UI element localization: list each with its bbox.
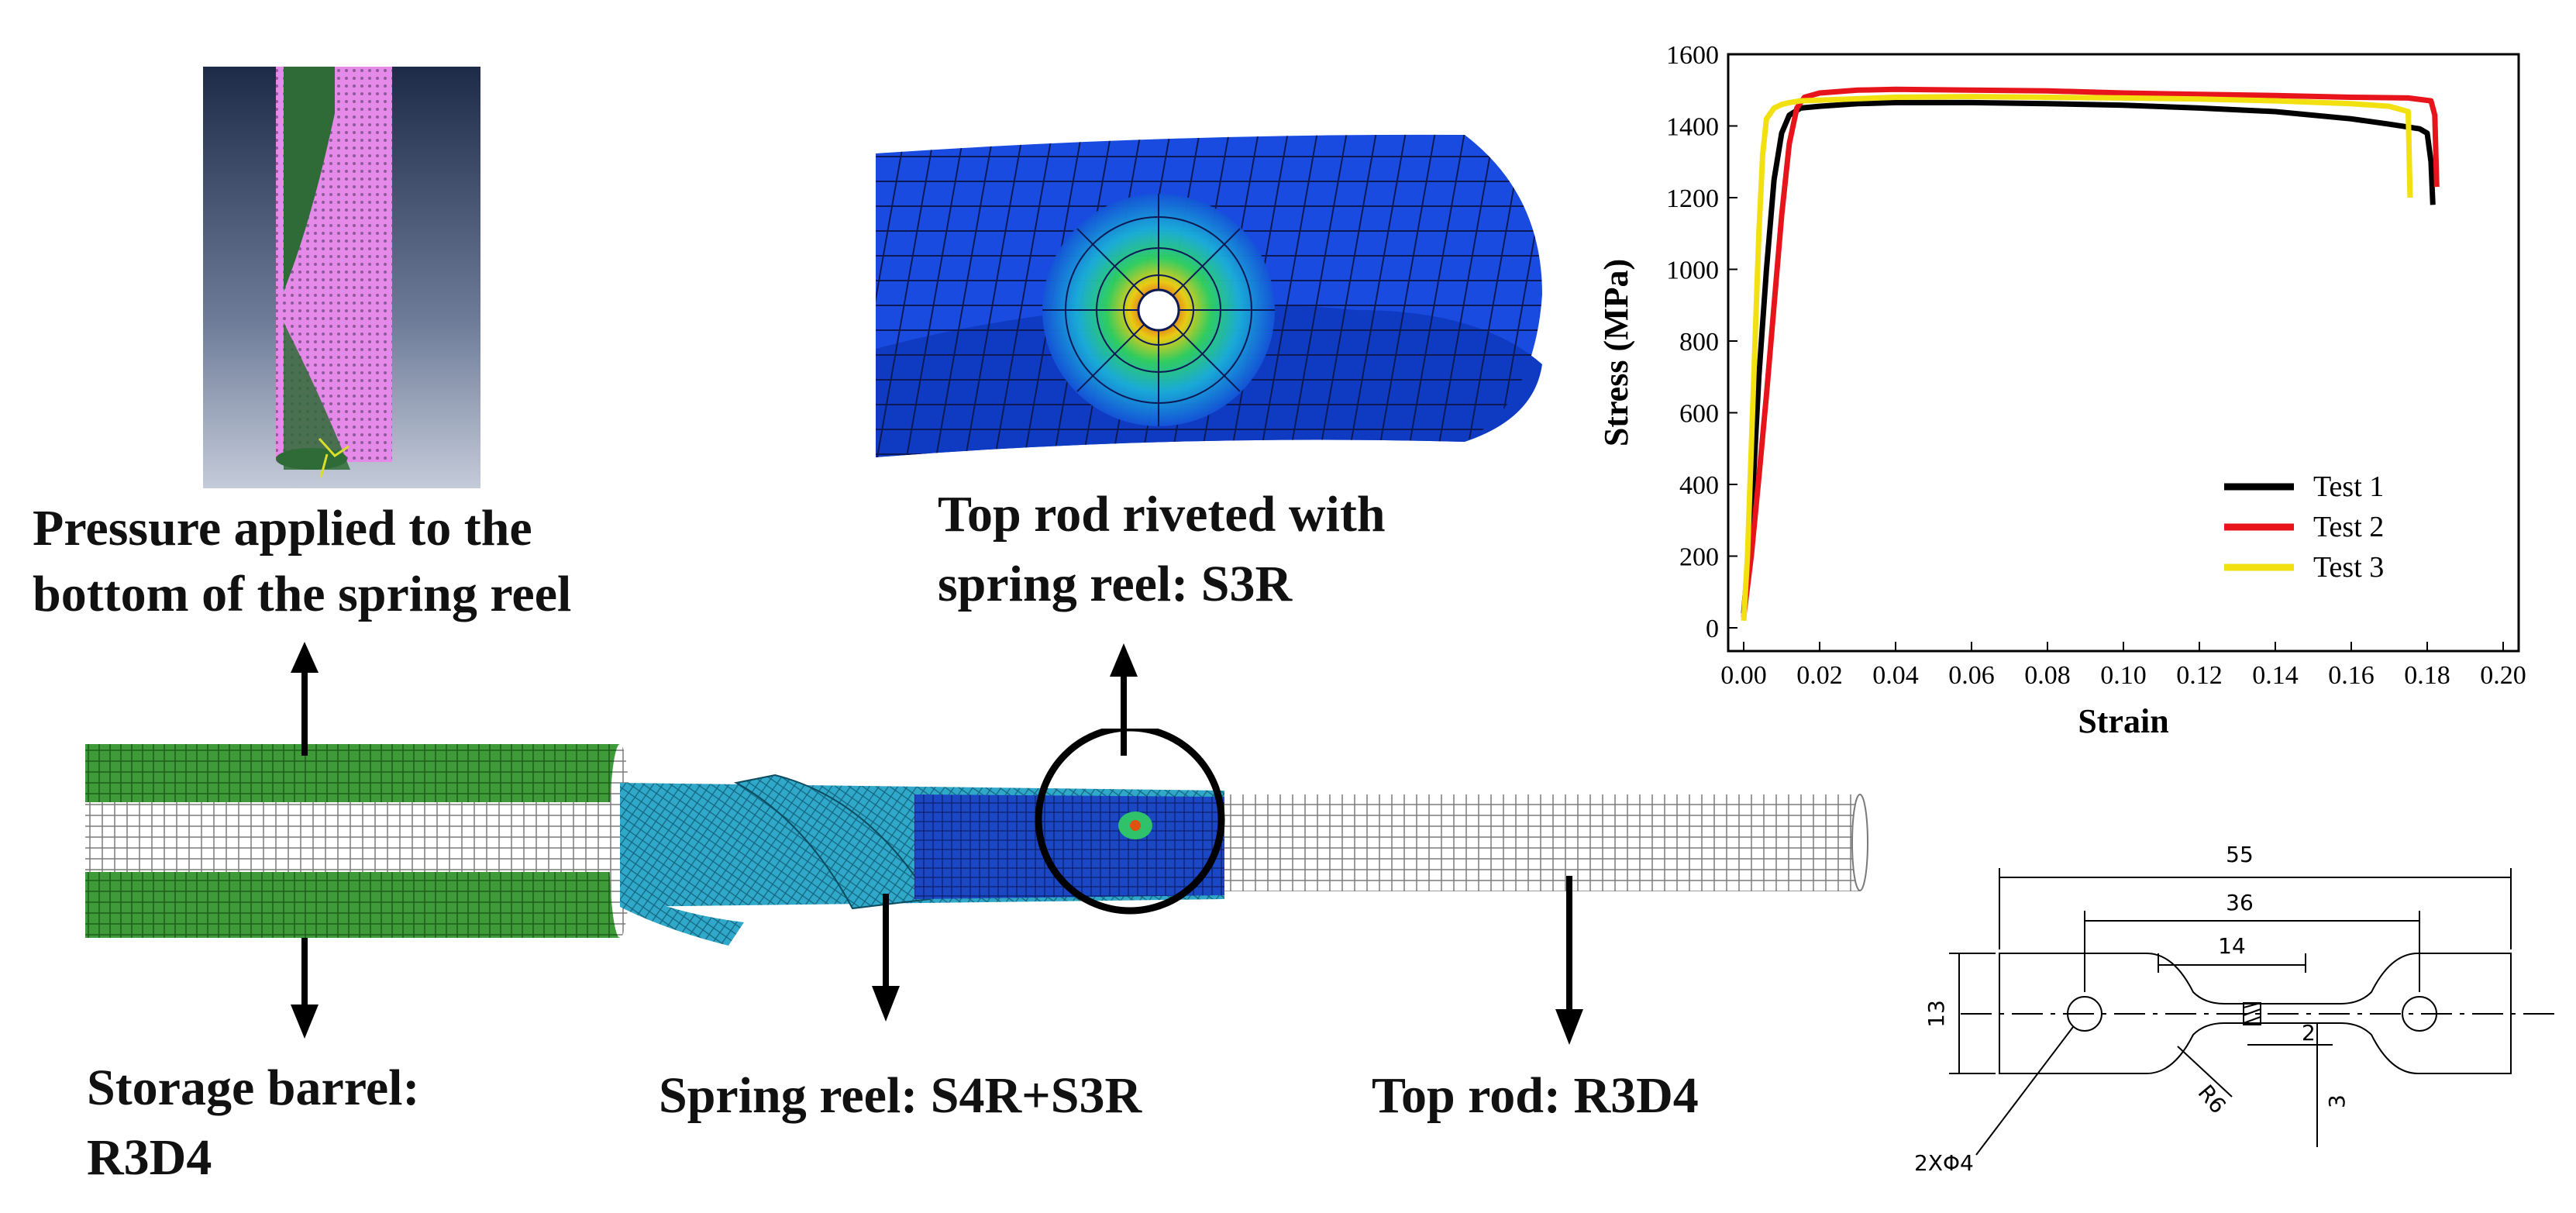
y-tick-label: 600: [1679, 400, 1719, 429]
legend-label-1: Test 1: [2313, 470, 2384, 503]
x-tick-label: 0.14: [2252, 661, 2299, 690]
spring-reel-label: Spring reel: S4R+S3R: [659, 1067, 1142, 1124]
x-tick-label: 0.00: [1720, 661, 1767, 690]
y-tick-label: 1000: [1666, 257, 1719, 285]
assembly-mesh-image: [85, 729, 1868, 946]
dim-hole-spacing: 36: [2226, 890, 2254, 915]
series-line-2: [1741, 86, 2440, 618]
chart-y-axis-label: Stress (MPa): [1597, 259, 1635, 446]
tensile-specimen-drawing: 55 36 14 13 2 R6 3 2XΦ4: [1914, 842, 2557, 1176]
legend-label-3: Test 3: [2313, 551, 2384, 584]
storage-barrel-label-line1: Storage barrel:: [87, 1060, 420, 1116]
dim-radius: R6: [2193, 1080, 2231, 1118]
y-tick-label: 1600: [1666, 41, 1719, 70]
chart-x-axis-label: Strain: [2078, 702, 2168, 740]
x-tick-label: 0.08: [2024, 661, 2071, 690]
dim-gauge-length: 14: [2218, 933, 2246, 959]
rivet-stress-zoom-image: [876, 134, 1542, 457]
x-tick-label: 0.16: [2328, 661, 2375, 690]
rivet-label-line1: Top rod riveted with: [938, 486, 1386, 543]
dim-total-length: 55: [2226, 842, 2254, 867]
x-tick-label: 0.20: [2480, 661, 2526, 690]
x-tick-label: 0.02: [1796, 661, 1843, 690]
x-tick-label: 0.10: [2100, 661, 2147, 690]
dim-height: 13: [1923, 1000, 1949, 1028]
stress-strain-chart: 0.00 0.02 0.04 0.06 0.08 0.10 0.12 0.14 0.16 0.18…: [1597, 41, 2526, 740]
chart-plot-area: [1727, 53, 2520, 653]
y-tick-label: 800: [1679, 328, 1719, 357]
x-tick-label: 0.04: [1872, 661, 1919, 690]
x-tick-label: 0.06: [1948, 661, 1995, 690]
y-tick-label: 400: [1679, 471, 1719, 500]
rivet-label-line2: spring reel: S3R: [938, 556, 1293, 612]
legend-label-2: Test 2: [2313, 511, 2384, 543]
chart-legend: Test 1 Test 2 Test 3: [2224, 470, 2384, 584]
spring-reel-pressure-image: [203, 67, 480, 488]
series-line-3: [1741, 94, 2413, 622]
x-tick-label: 0.12: [2176, 661, 2223, 690]
storage-barrel-label-line2: R3D4: [87, 1129, 212, 1186]
pressure-label-line2: bottom of the spring reel: [33, 566, 572, 622]
y-tick-label: 1400: [1666, 113, 1719, 142]
top-rod-label: Top rod: R3D4: [1372, 1067, 1699, 1124]
dim-gauge-width: 2: [2302, 1020, 2316, 1046]
dim-thickness: 3: [2324, 1094, 2350, 1108]
y-tick-label: 200: [1679, 543, 1719, 572]
dim-holes: 2XΦ4: [1914, 1150, 1974, 1176]
pressure-label-line1: Pressure applied to the: [33, 500, 532, 557]
y-tick-label: 0: [1706, 615, 1719, 643]
x-tick-label: 0.18: [2404, 661, 2450, 690]
y-tick-label: 1200: [1666, 184, 1719, 213]
series-line-1: [1741, 99, 2436, 614]
